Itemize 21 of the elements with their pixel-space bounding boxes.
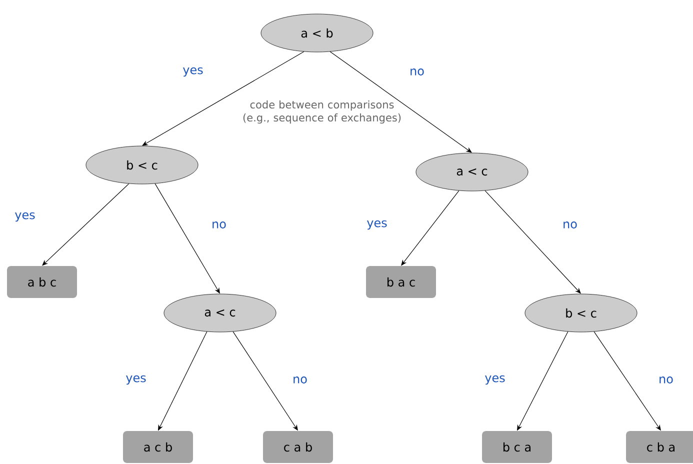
edge-label: no [564,222,577,228]
arrow [484,190,581,294]
result-box: b a c [366,266,436,298]
note-text: code between comparisons (e.g., sequence of exchanges) [243,100,401,124]
arrow [42,183,130,266]
edge-label: yes [15,212,35,222]
edge-label: yes [126,375,146,385]
edge-label: no [410,68,424,76]
result-box: a c b [123,431,193,463]
edge-label: yes [183,67,203,77]
result-box: c a b [263,431,333,463]
edge-label: yes [485,375,505,385]
edge-label: no [660,376,673,384]
edge-label: no [294,376,307,384]
arrow [330,51,472,153]
result-box: a b c [7,266,77,298]
edge-label: yes [367,220,387,230]
result-box: c b a [626,431,693,463]
edge-label: no [212,222,226,228]
result-box: b c a [482,431,552,463]
arrow [142,51,304,146]
